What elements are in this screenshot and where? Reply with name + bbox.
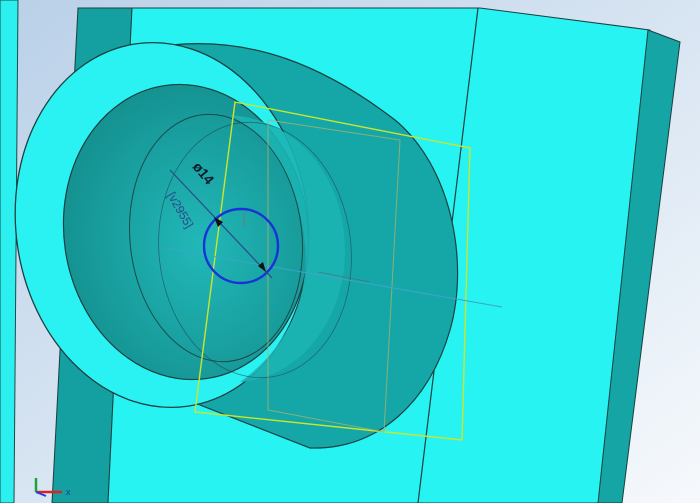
hole-far-wall [230, 115, 345, 382]
axis-line-secondary [317, 271, 371, 283]
triad-x-label: x [66, 487, 71, 497]
left-plate-strip [0, 0, 19, 503]
dimension-arrow-end [258, 262, 266, 272]
selected-sketch-circle[interactable] [202, 207, 280, 285]
hole-inner-ring [128, 113, 304, 363]
sketch-plane-outline[interactable] [194, 101, 471, 441]
dimension-arrow-start [214, 217, 223, 227]
plate-side-face-right [597, 29, 681, 503]
coordinate-triad-icon: x [34, 478, 71, 497]
sketch-plane-inner-outline [267, 119, 401, 433]
axis-line [164, 247, 503, 308]
